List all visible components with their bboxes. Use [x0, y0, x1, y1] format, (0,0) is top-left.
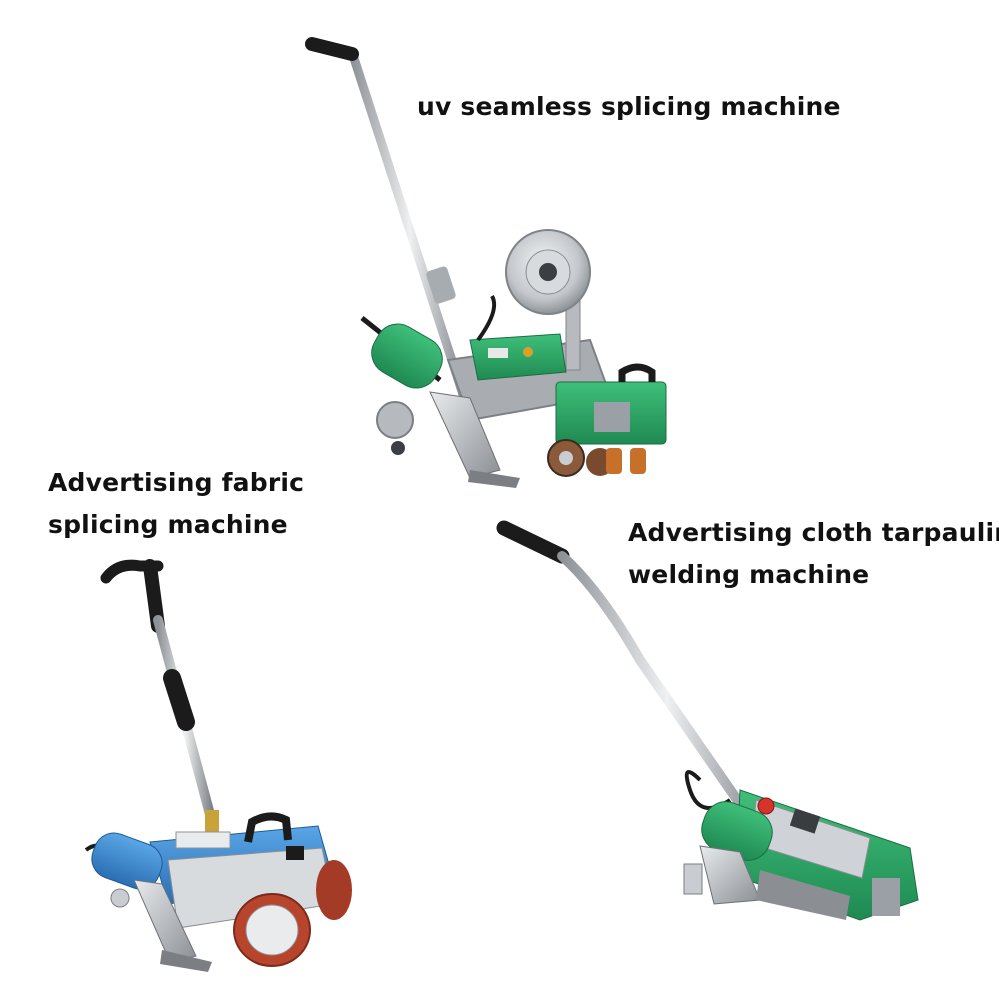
caption-uv-seamless-splicing-machine: uv seamless splicing machine	[417, 86, 841, 128]
fabric-splicing-machine-image	[84, 559, 352, 972]
caption-advertising-cloth-tarpaulin-welding-machine: Advertising cloth tarpaulin welding mach…	[628, 512, 999, 596]
tarpaulin-welding-machine-image	[496, 520, 919, 921]
caption-advertising-fabric-splicing-machine: Advertising fabric splicing machine	[48, 462, 304, 546]
caption-tarp-line-2: welding machine	[628, 560, 870, 589]
uv-splicing-machine-image	[305, 37, 667, 488]
caption-fabric-line-2: splicing machine	[48, 510, 288, 539]
caption-uv-line: uv seamless splicing machine	[417, 92, 841, 121]
caption-fabric-line-1: Advertising fabric	[48, 468, 305, 497]
caption-tarp-line-1: Advertising cloth tarpaulin	[628, 518, 999, 547]
